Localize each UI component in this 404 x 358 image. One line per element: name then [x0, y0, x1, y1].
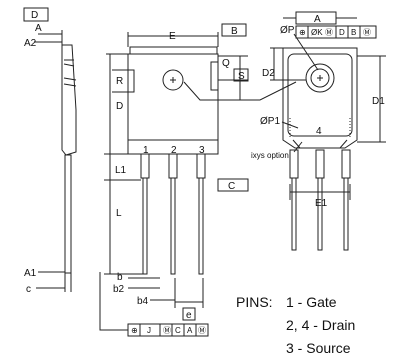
- lead-2-shoulder: [168, 153, 178, 179]
- frame-bottom-symbol: ⊕: [131, 326, 138, 335]
- label-d2: D2: [262, 68, 275, 79]
- label-a1: A1: [24, 268, 37, 279]
- front-s-box: [233, 68, 249, 82]
- front-body: [127, 53, 219, 155]
- back-lead-1-shoulder: [289, 149, 299, 179]
- front-notch-left: [127, 69, 135, 93]
- label-b: B: [231, 26, 238, 37]
- label-q: Q: [222, 58, 230, 69]
- label-ixys-option: ixys option: [251, 151, 289, 160]
- label-tab-4: 4: [316, 126, 322, 137]
- label-d: D: [116, 101, 123, 112]
- lead-1: [142, 177, 148, 275]
- back-body: [282, 47, 358, 149]
- label-l: L: [116, 208, 122, 219]
- label-c-datum: C: [228, 181, 235, 192]
- back-lead-3-shoulder: [341, 149, 351, 179]
- leader-bottom-frame: [99, 272, 128, 331]
- frame-bottom-cell-2: Ⓜ: [163, 326, 171, 335]
- side-lead: [64, 154, 72, 274]
- label-b-lead: b: [117, 272, 123, 283]
- pin-number-3: 3: [199, 145, 205, 156]
- frame-bottom-cell-5: Ⓜ: [198, 326, 206, 335]
- frame-top-symbol: ⊕: [299, 28, 306, 37]
- pins-title: PINS:: [236, 294, 273, 310]
- front-c-box: [217, 178, 249, 192]
- front-tab: [129, 46, 218, 55]
- back-mounting-hole-outer: [305, 63, 335, 93]
- lead-2: [170, 177, 176, 275]
- side-body: [61, 44, 77, 156]
- front-mounting-hole: [162, 69, 184, 91]
- leader-ixys: [293, 141, 303, 153]
- leader-p1: [281, 121, 299, 129]
- back-tab-outline: [287, 53, 353, 137]
- pins-line-2: 2, 4 - Drain: [286, 317, 355, 333]
- leader-p: [293, 33, 319, 71]
- frame-top-cell-1: ØK: [311, 28, 323, 37]
- frame-bottom: [127, 323, 209, 337]
- label-e1: E1: [315, 198, 328, 209]
- side-groove-4: [63, 83, 77, 87]
- pin-number-2: 2: [171, 145, 177, 156]
- side-groove-2: [63, 63, 75, 67]
- frame-top-cell-3: D: [339, 28, 345, 37]
- label-a: A: [35, 23, 42, 34]
- label-d1: D1: [372, 96, 385, 107]
- back-lead-2-shoulder: [315, 149, 325, 179]
- front-b-box: [221, 23, 247, 37]
- lead-3: [198, 177, 204, 275]
- lead-3-shoulder: [196, 153, 206, 179]
- back-lead-1: [291, 177, 297, 251]
- lead-1-shoulder: [140, 153, 150, 179]
- frame-bottom-cell-4: A: [187, 326, 193, 335]
- leader-hole: [183, 81, 297, 101]
- label-a2: A2: [24, 38, 37, 49]
- back-tab-4: [292, 139, 348, 149]
- label-c: c: [26, 284, 31, 295]
- frame-top-cell-2: Ⓜ: [325, 28, 333, 37]
- frame-top-cell-4: B: [351, 28, 356, 37]
- label-e-pitch: e: [186, 310, 192, 321]
- side-d-box: [23, 7, 49, 22]
- back-lead-3: [343, 177, 349, 251]
- front-e-box: [182, 307, 196, 321]
- front-view: [99, 23, 297, 331]
- label-a-right: A: [314, 14, 321, 25]
- label-r: R: [116, 76, 123, 87]
- frame-bottom-cell-3: C: [175, 326, 181, 335]
- label-b2: b2: [113, 284, 125, 295]
- back-view: [270, 11, 386, 251]
- back-mounting-hole-inner: [310, 68, 330, 88]
- label-p: ØP: [280, 25, 295, 36]
- frame-top-cell-5: Ⓜ: [363, 28, 371, 37]
- frame-bottom-cell-1: J: [147, 326, 151, 335]
- label-p1: ØP1: [260, 116, 280, 127]
- pins-line-1: 1 - Gate: [286, 294, 337, 310]
- front-notch-right: [210, 61, 219, 91]
- label-side-d: D: [31, 10, 38, 21]
- back-lead-2: [317, 177, 323, 251]
- label-s: S: [238, 71, 245, 82]
- pin-number-1: 1: [143, 145, 149, 156]
- label-e: E: [169, 31, 176, 42]
- label-b4: b4: [137, 296, 149, 307]
- side-groove-3: [63, 77, 77, 81]
- label-l1: L1: [115, 165, 127, 176]
- pins-line-3: 3 - Source: [286, 340, 351, 356]
- side-view: [23, 7, 77, 292]
